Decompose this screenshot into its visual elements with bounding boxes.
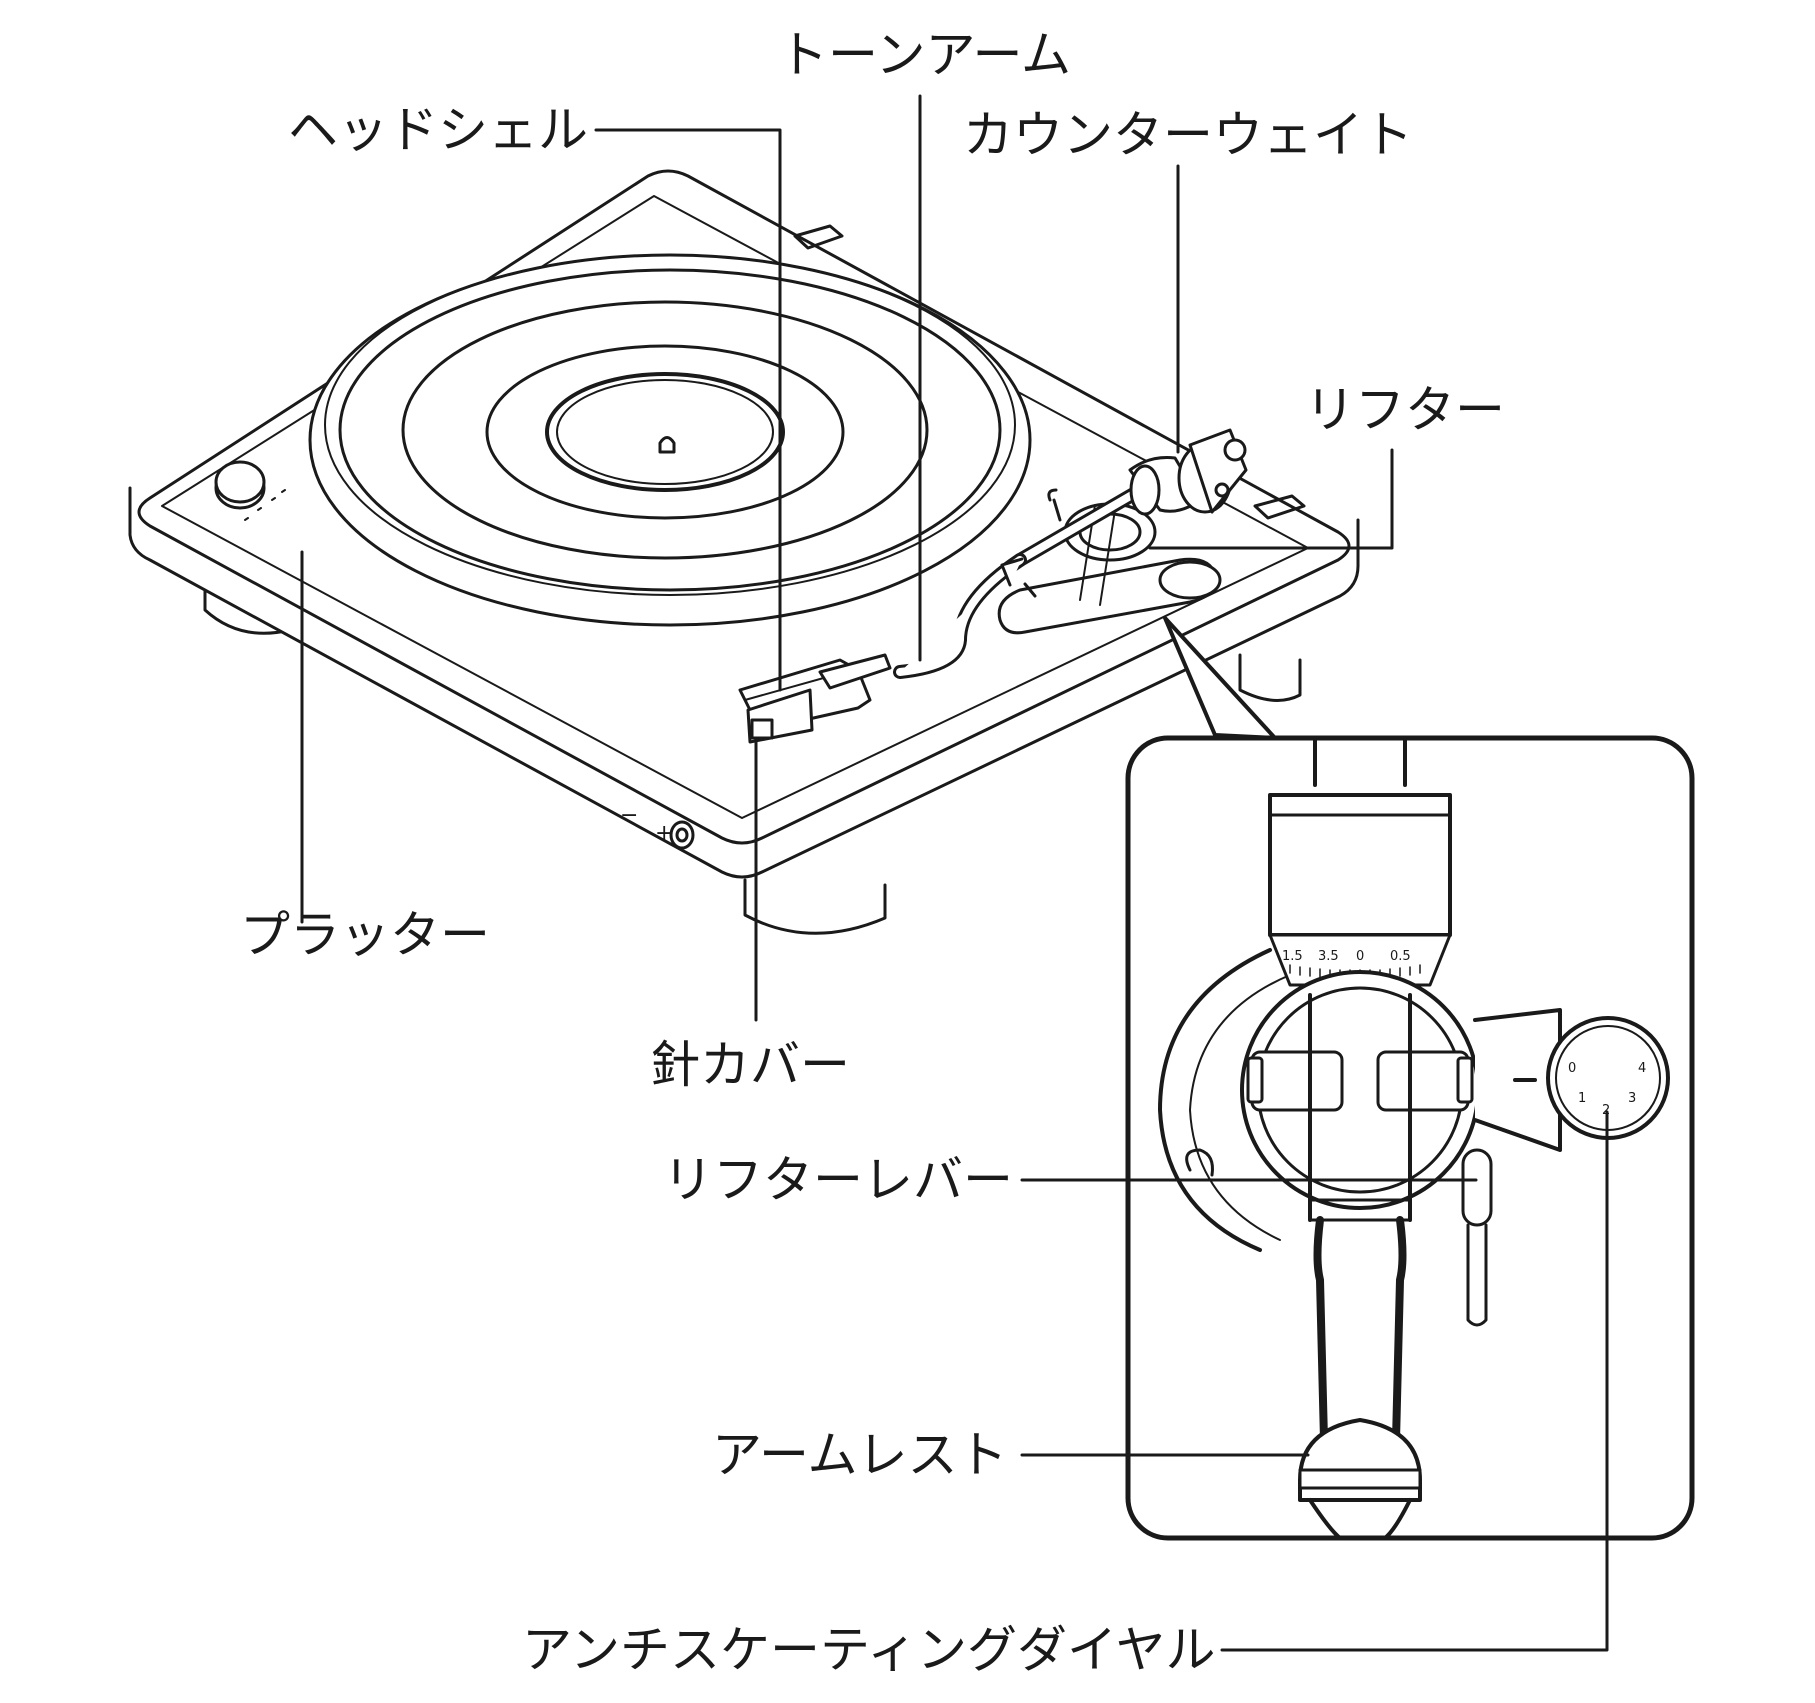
minus-mark: − bbox=[620, 803, 638, 828]
weight-scale-label-0: 1.5 bbox=[1282, 949, 1303, 964]
leader-lines bbox=[300, 94, 1609, 1652]
label-platter: プラッター bbox=[240, 906, 490, 964]
label-tonearm: トーンアーム bbox=[778, 26, 1071, 84]
front-panel: − + bbox=[620, 803, 695, 850]
dial-label-3: 3 bbox=[1628, 1091, 1636, 1106]
headshell-drawing bbox=[738, 653, 892, 744]
tonearm bbox=[893, 428, 1248, 679]
dial-label-2: 2 bbox=[1602, 1103, 1610, 1118]
label-stylus-cover: 針カバー bbox=[650, 1036, 850, 1094]
weight-scale-label-3: 0.5 bbox=[1390, 949, 1411, 964]
label-anti-skating-dial: アンチスケーティングダイヤル bbox=[522, 1621, 1216, 1679]
dust-cover-hinges bbox=[793, 224, 1306, 520]
label-arm-rest: アームレスト bbox=[712, 1426, 1008, 1484]
label-lifter: リフター bbox=[1305, 381, 1505, 439]
label-lifter-lever: リフターレバー bbox=[663, 1151, 1013, 1209]
dial-scale: 0 1 2 3 4 bbox=[1568, 1061, 1646, 1118]
dial-label-0: 0 bbox=[1568, 1061, 1576, 1076]
inset-view: 1.5 3.5 0 0.5 0 1 2 3 4 bbox=[1125, 735, 1695, 1541]
dial-label-1: 1 bbox=[1578, 1091, 1586, 1106]
platter-drawing bbox=[308, 253, 1032, 627]
weight-scale-label-1: 3.5 bbox=[1318, 949, 1339, 964]
label-counterweight: カウンターウェイト bbox=[963, 106, 1413, 164]
speed-knob bbox=[214, 460, 286, 521]
dial-label-4: 4 bbox=[1638, 1061, 1646, 1076]
weight-scale-label-2: 0 bbox=[1356, 949, 1364, 964]
plus-mark: + bbox=[655, 821, 673, 846]
label-headshell: ヘッドシェル bbox=[288, 101, 588, 159]
